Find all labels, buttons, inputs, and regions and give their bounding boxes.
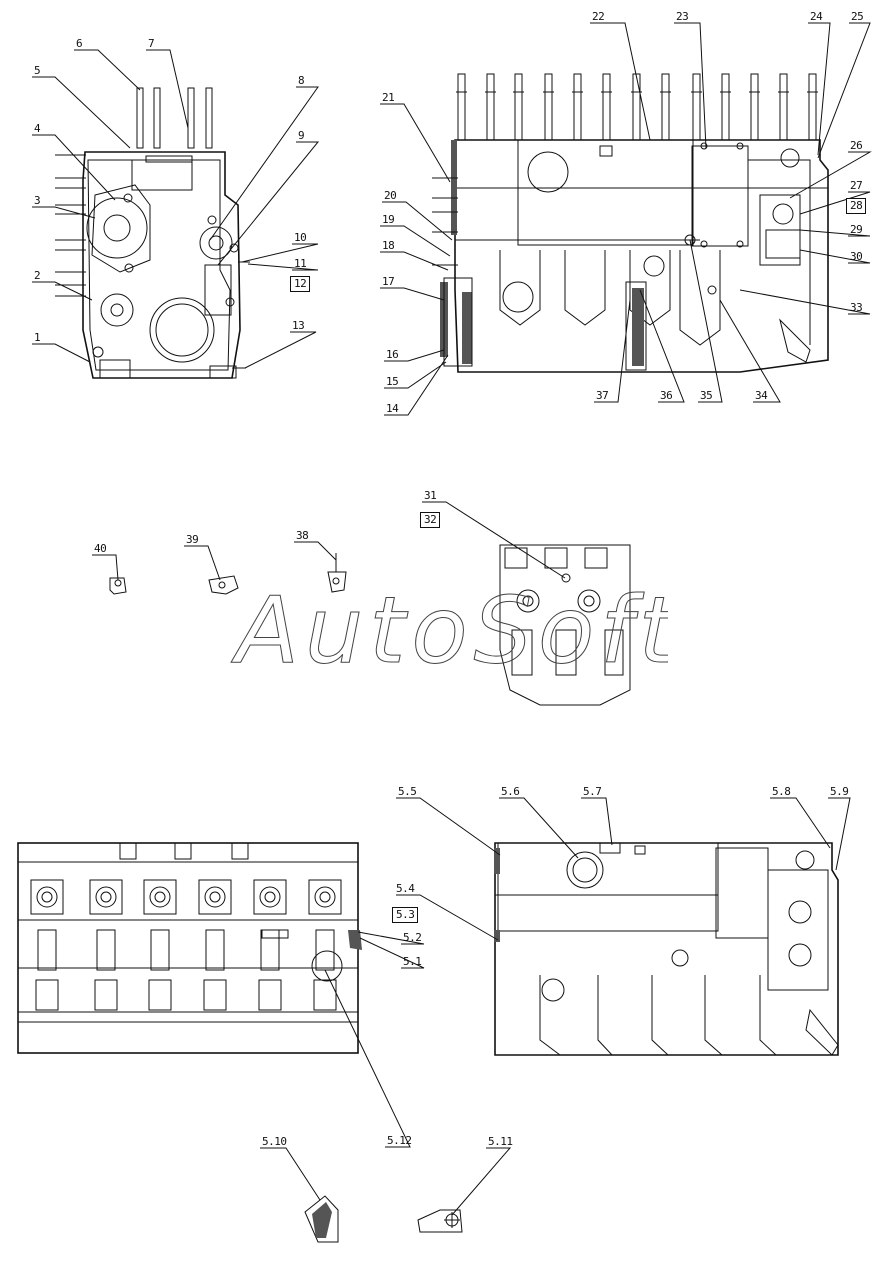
part-31-32-block-section [499,544,631,706]
autosoft-watermark: AutoSoft [231,577,669,675]
part-40-drawing [109,577,127,595]
part-5-10-drawing [304,1195,339,1243]
side-view-engine-block [432,73,829,373]
front-view-engine-block [55,87,250,379]
leader-lines [32,22,872,1216]
part-38-drawing [327,553,347,593]
watermark-text: AutoSoft [231,577,668,674]
part-39-drawing [208,575,239,595]
bottom-right-block-view [494,842,839,1056]
part-5-11-drawing [417,1209,463,1233]
bottom-left-block-view [17,842,362,1054]
